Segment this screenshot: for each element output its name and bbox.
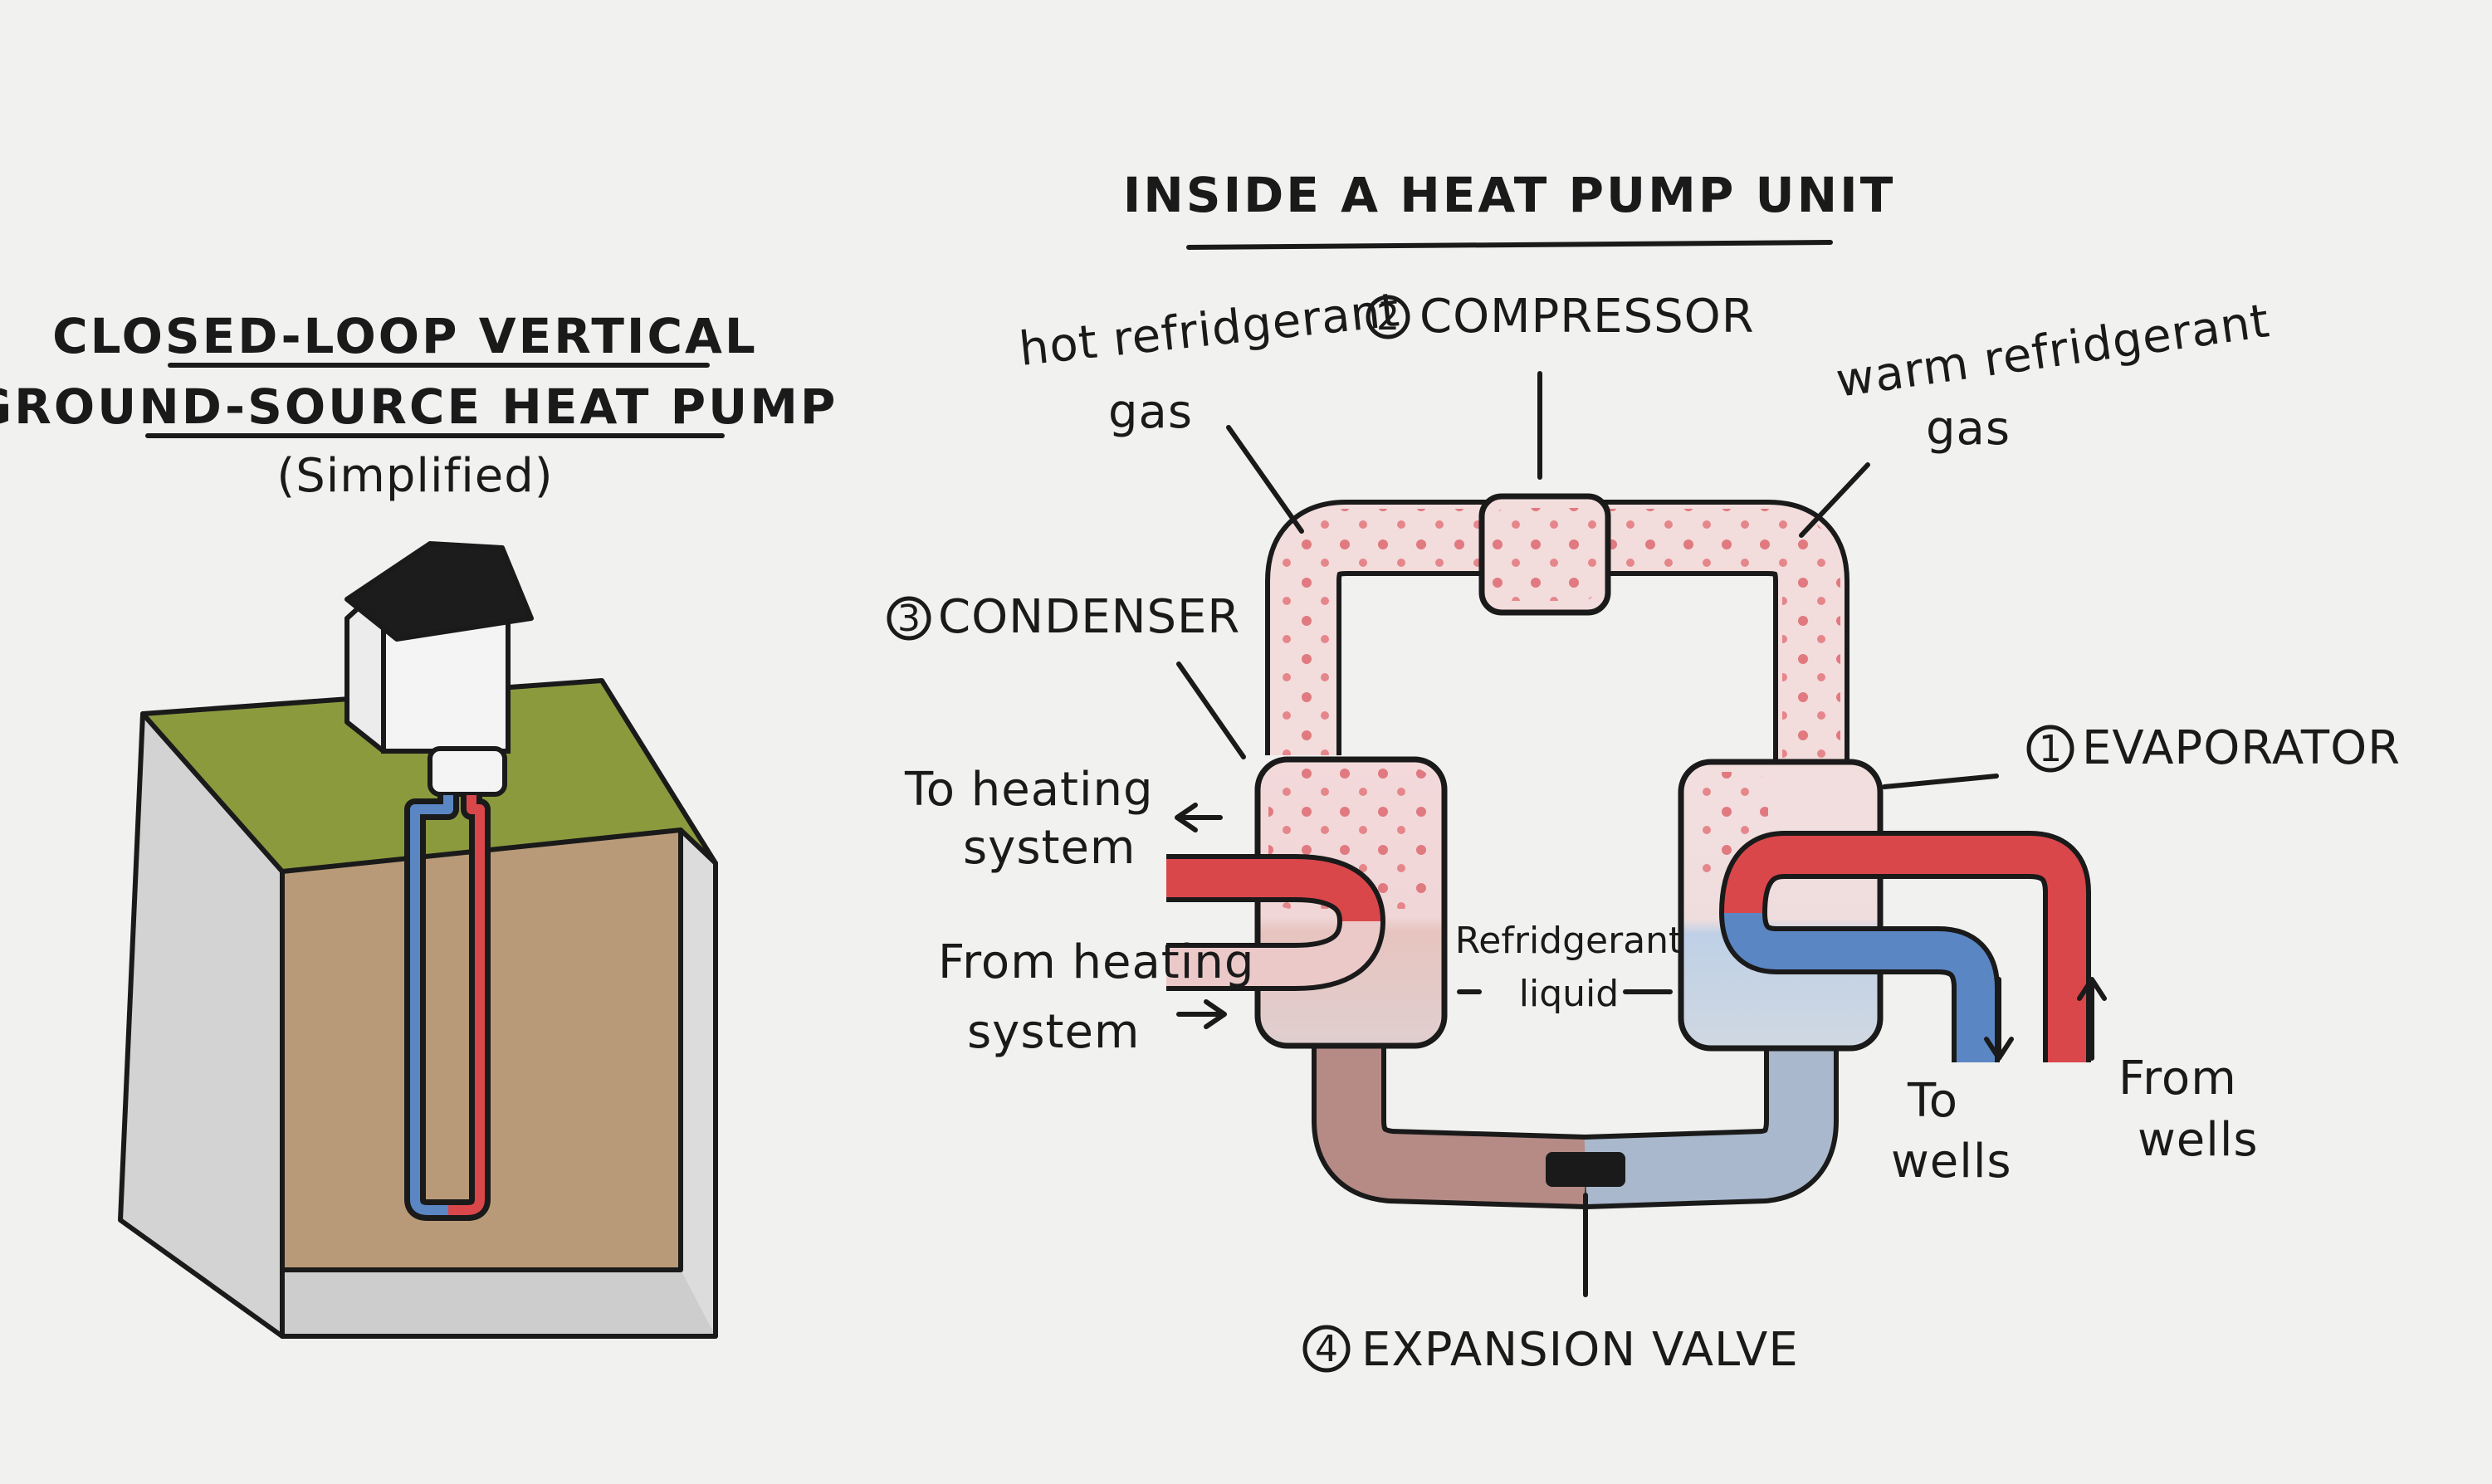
hot-gas-leader [1226, 425, 1304, 534]
compressor-number-circle [1366, 295, 1410, 339]
lower-tube-cool [1584, 1037, 1834, 1204]
evaporator [1678, 759, 2091, 1062]
from-heating-arrow [1176, 999, 1227, 1029]
from-wells-arrow [2077, 977, 2107, 1061]
warm-gas-label-line1: warm refridgerant [1833, 294, 2273, 408]
heating-coil-hot [1166, 859, 1380, 923]
expansion-number-circle [1302, 1325, 1351, 1373]
condenser-number: 3 [897, 598, 921, 640]
compressor-label: COMPRESSOR [1419, 290, 1755, 344]
to-wells-line2: wells [1891, 1135, 2012, 1189]
refrigerant-liquid-line1: Refridgerant [1455, 920, 1683, 962]
to-wells-arrow [1984, 977, 2014, 1061]
house [344, 541, 534, 797]
heat-pump-unit-diagram: INSIDE A HEAT PUMP UNIT [887, 167, 2401, 1377]
condenser-label: CONDENSER [938, 590, 1240, 644]
well-coil-cold [1724, 911, 1995, 1062]
cutaway-side [681, 830, 716, 1336]
to-heating-line2: system [963, 821, 1136, 875]
condenser-leader [1176, 661, 1246, 759]
evaporator-leader [1882, 774, 1999, 789]
cutaway-corner [678, 827, 718, 866]
ground-loop-pipe [404, 795, 491, 1221]
condenser [1166, 756, 1448, 1049]
ground-outline [118, 678, 718, 1339]
to-wells-line1: To [1907, 1074, 1958, 1128]
expansion-number: 4 [1315, 1328, 1338, 1370]
heating-coil-return [1166, 920, 1380, 986]
to-heating-arrow [1175, 803, 1223, 832]
condenser-number-circle [887, 596, 931, 641]
ground-source-illustration: CLOSED-LOOP VERTICAL GROUND-SOURCE HEAT … [0, 308, 838, 1339]
to-heating-line1: To heating [904, 763, 1154, 817]
refrigerant-liquid-line2: liquid [1519, 973, 1619, 1015]
left-subtitle: (Simplified) [276, 449, 553, 503]
right-title-underline [1186, 240, 1833, 250]
expansion-valve [1546, 1152, 1625, 1187]
left-title-line1: CLOSED-LOOP VERTICAL [52, 308, 758, 364]
from-wells-line1: From [2118, 1052, 2237, 1106]
hot-gas-label-line1: hot refridgerant [1017, 283, 1403, 377]
left-title-line2: GROUND-SOURCE HEAT PUMP [0, 378, 838, 435]
warm-gas-leader [1799, 462, 1870, 538]
loop-cold-leg [410, 795, 453, 1215]
house-roof [344, 541, 534, 642]
evaporator-number-circle [2026, 725, 2074, 773]
well-coil-warm [1724, 836, 2086, 1062]
warm-gas-label-line2: gas [1926, 402, 2011, 456]
right-title: INSIDE A HEAT PUMP UNIT [1123, 167, 1896, 223]
lower-tube-warm [1317, 1033, 1587, 1204]
loop-hot-leg [448, 795, 485, 1215]
hot-gas-label-line2: gas [1108, 385, 1193, 439]
expansion-label: EXPANSION VALVE [1361, 1323, 1799, 1377]
from-heating-line1: From heating [938, 935, 1254, 989]
ground-left-face [120, 714, 282, 1336]
leader-lines [1176, 371, 1999, 1297]
from-wells-line2: wells [2138, 1113, 2259, 1167]
heat-pump-box [428, 746, 507, 797]
evaporator-number: 1 [2039, 728, 2062, 770]
compressor-number: 2 [1376, 296, 1400, 339]
evaporator-label: EVAPORATOR [2082, 721, 2401, 775]
step-badges: 2 3 1 4 [887, 295, 2074, 1373]
flow-arrows [1175, 803, 2107, 1061]
compressor-dots [1493, 508, 1597, 601]
from-heating-line2: system [967, 1005, 1140, 1059]
